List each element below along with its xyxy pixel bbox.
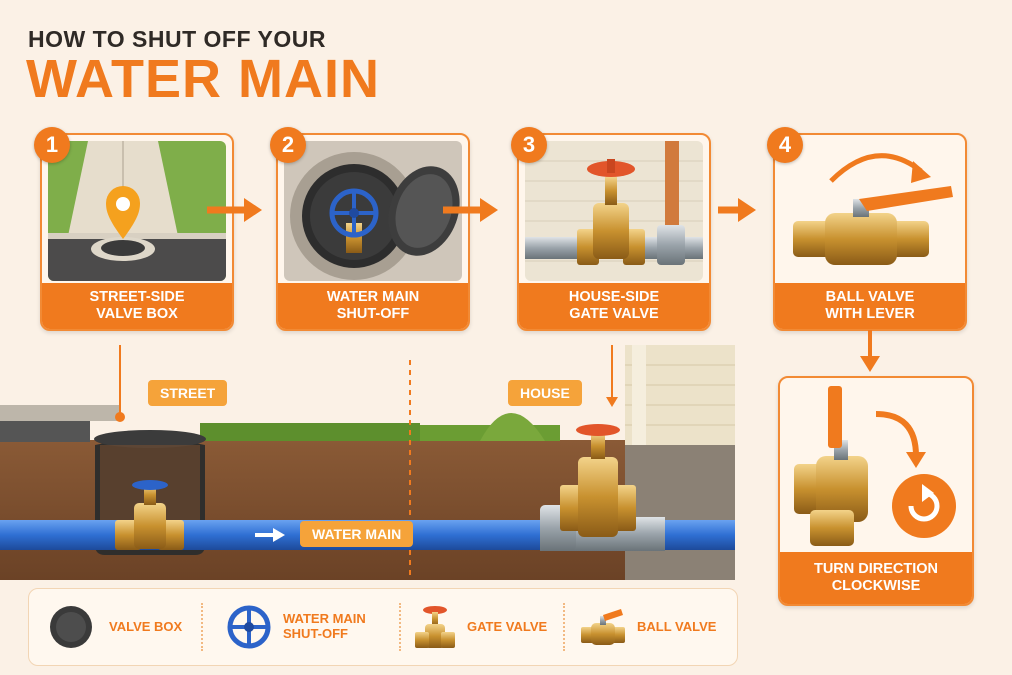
clockwise-icon [892,474,956,538]
street-tag: STREET [148,380,228,406]
step-number-2: 2 [270,127,306,163]
step-number-4: 4 [767,127,803,163]
step-label-3: HOUSE-SIDE GATE VALVE [519,283,709,329]
step-card-house-side-gate-valve: 3 HOUSE-SIDE GATE VALVE [511,127,711,331]
step-card-street-side-valve-box: 1 STREET-SIDE VALVE BOX [34,127,234,331]
legend: VALVE BOX WATER MAIN SHUT-OFF GATE VALVE [28,588,738,666]
step-label-2: WATER MAIN SHUT-OFF [278,283,468,329]
legend-divider [563,603,565,651]
house-tag: HOUSE [508,380,582,406]
legend-item-ball-valve: BALL VALVE [579,589,716,665]
underground-cross-section: STREET HOUSE WATER MAIN [0,345,735,580]
water-main-shutoff-illustration [284,141,462,281]
legend-label-water-main-shut-off: WATER MAIN SHUT-OFF [283,611,366,641]
legend-divider [399,603,401,651]
legend-label-valve-box: VALVE BOX [109,618,183,634]
ball-valve-illustration [781,141,959,281]
valve-box-icon [50,606,92,648]
step-number-1: 1 [34,127,70,163]
turn-direction-illustration [786,384,966,550]
legend-label-ball-valve: BALL VALVE [637,618,717,634]
step-label-4: BALL VALVE WITH LEVER [775,283,965,329]
title-line-1: HOW TO SHUT OFF YOUR [28,26,326,52]
ball-valve-icon [581,609,625,645]
street-valve-box-illustration [48,141,226,281]
step-card-ball-valve-with-lever: 4 BALL VALVE WITH LEVER [767,127,967,331]
gate-valve-illustration [525,141,703,281]
legend-item-water-main-shut-off: WATER MAIN SHUT-OFF [225,589,366,665]
step-card-water-main-shut-off: 2 WATER MAIN SHUT-OFF [270,127,470,331]
legend-divider [201,603,203,651]
gate-valve-icon [415,606,455,648]
page-title: WATER MAIN [26,49,380,109]
legend-item-valve-box: VALVE BOX [47,589,182,665]
water-main-tag: WATER MAIN [300,521,414,547]
step-number-3: 3 [511,127,547,163]
turn-direction-card: TURN DIRECTION CLOCKWISE [778,376,974,606]
legend-label-gate-valve: GATE VALVE [467,618,548,634]
turn-direction-label: TURN DIRECTION CLOCKWISE [780,552,972,604]
step-label-1: STREET-SIDE VALVE BOX [42,283,232,329]
legend-item-gate-valve: GATE VALVE [413,589,547,665]
blue-wheel-icon [227,605,271,649]
